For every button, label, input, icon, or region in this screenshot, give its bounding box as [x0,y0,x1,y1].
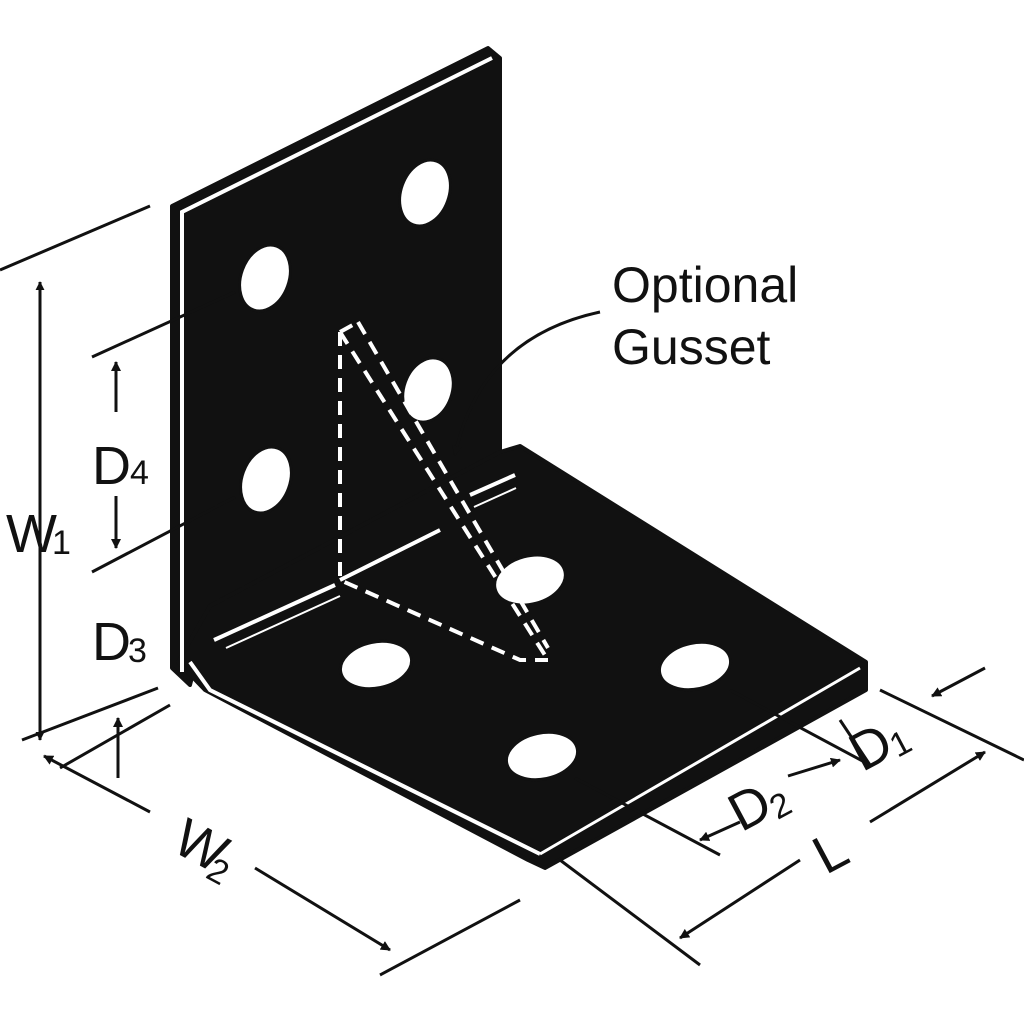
front-edge [539,666,861,856]
bolt-hole-icon [493,553,567,607]
dimension-arrow-icon [699,820,741,842]
dimension-arrow-icon [931,666,986,698]
bolt-hole-icon [398,158,452,228]
dimension-arrow-icon [254,866,391,952]
gusset-label-line2: Gusset [612,319,771,375]
dimension-arrow-icon [787,757,841,778]
gusset-icon [338,320,550,662]
bend-line-left [213,583,336,642]
dim-label-l: L [803,819,858,886]
bend-edge [188,660,541,856]
dimension-arrow-icon [679,858,801,940]
bolt-hole-icon [238,243,292,313]
horizontal-leg [176,444,868,870]
dim-label-d4: D 4 [92,436,149,496]
dimension-arrow-icon [869,750,986,824]
dimension-lines [0,204,1024,977]
svg-text:W: W [6,504,57,564]
bolt-hole-icon [239,445,293,515]
svg-text:D: D [92,436,131,496]
vertical-leg-edge [180,56,493,672]
svg-text:1: 1 [52,524,71,562]
dim-label-d3: D 3 [92,612,147,672]
bolt-hole-icon [338,639,414,691]
dim-label-w1: W 1 [6,504,71,564]
bolt-holes [238,158,733,782]
gusset-label-line1: Optional [612,257,798,313]
bend-line-right [469,473,516,497]
bolt-hole-icon [657,640,733,692]
dim-label-d2: D 2 [719,772,798,843]
svg-text:L: L [803,819,858,886]
svg-text:4: 4 [130,454,149,492]
dim-label-d1: D 1 [840,712,918,783]
dim-label-w2: W 2 [164,807,237,893]
gusset-callout-leader [451,310,601,456]
bend-line-left-2 [225,595,341,649]
svg-text:3: 3 [128,632,147,670]
bolt-hole-icon [504,730,580,782]
svg-text:D: D [92,612,131,672]
dimension-arrow-icon [43,754,151,814]
bend-line-right-2 [473,487,517,508]
